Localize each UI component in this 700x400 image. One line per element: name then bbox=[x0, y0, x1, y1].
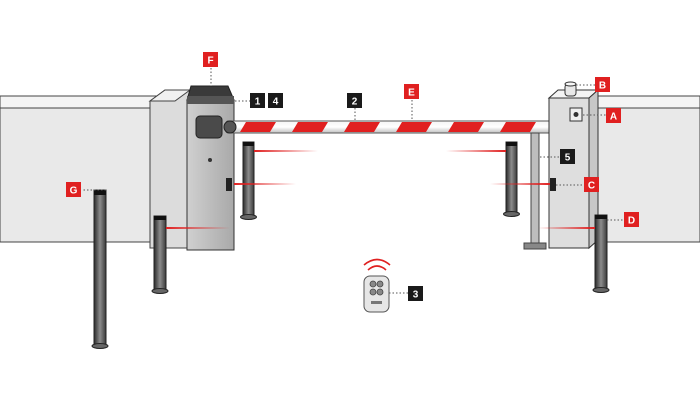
leader-lines bbox=[82, 68, 624, 294]
svg-text:4: 4 bbox=[273, 97, 279, 108]
boom-stripe bbox=[344, 122, 380, 132]
label-a: A bbox=[606, 108, 621, 123]
left-wall bbox=[0, 95, 166, 243]
barrier-cabinet bbox=[186, 85, 235, 251]
photocell-left-inner bbox=[226, 178, 232, 191]
svg-text:B: B bbox=[599, 81, 606, 92]
label-b: B bbox=[595, 77, 610, 92]
svg-text:D: D bbox=[628, 216, 635, 227]
photocell-post-right-front bbox=[592, 214, 610, 293]
label-e: E bbox=[404, 84, 419, 99]
svg-text:5: 5 bbox=[565, 153, 571, 164]
label-1: 1 bbox=[250, 93, 265, 108]
photocell-right-inner bbox=[550, 178, 556, 191]
cabinet-lock bbox=[208, 158, 212, 162]
right-pillar bbox=[547, 88, 600, 250]
svg-text:1: 1 bbox=[255, 97, 261, 108]
photocell-post-right-back bbox=[503, 141, 520, 217]
beam-back-left bbox=[254, 150, 318, 152]
cabinet-display bbox=[195, 115, 223, 139]
beam-front-right bbox=[538, 227, 595, 229]
label-g: G bbox=[66, 182, 81, 197]
svg-text:A: A bbox=[610, 112, 617, 123]
svg-text:F: F bbox=[207, 56, 213, 67]
svg-text:C: C bbox=[588, 181, 595, 192]
support-post-base bbox=[523, 242, 547, 250]
beam-back-right bbox=[446, 150, 506, 152]
photocell-post-left-front bbox=[151, 215, 169, 294]
label-5: 5 bbox=[560, 149, 575, 164]
label-c: C bbox=[584, 177, 599, 192]
column-post-g bbox=[91, 189, 109, 349]
svg-text:3: 3 bbox=[413, 290, 419, 301]
photocell-post-left-back bbox=[240, 141, 257, 220]
label-3: 3 bbox=[408, 286, 423, 301]
boom-stripe bbox=[448, 122, 484, 132]
flashing-light bbox=[564, 81, 577, 97]
label-2: 2 bbox=[347, 93, 362, 108]
svg-text:2: 2 bbox=[352, 97, 358, 108]
label-4: 4 bbox=[268, 93, 283, 108]
beam-middle-left bbox=[234, 183, 296, 185]
label-d: D bbox=[624, 212, 639, 227]
beam-middle-right bbox=[490, 183, 550, 185]
svg-text:E: E bbox=[408, 88, 415, 99]
boom-stripe bbox=[396, 122, 432, 132]
beam-front-left bbox=[166, 227, 230, 229]
remote-control-icon bbox=[363, 258, 391, 313]
boom-stripe bbox=[292, 122, 328, 132]
boom-stripe bbox=[240, 122, 276, 132]
svg-text:G: G bbox=[70, 186, 78, 197]
support-post bbox=[530, 132, 540, 247]
boom-stripe bbox=[500, 122, 536, 132]
label-f: F bbox=[203, 52, 218, 67]
boom-bar bbox=[223, 120, 562, 134]
